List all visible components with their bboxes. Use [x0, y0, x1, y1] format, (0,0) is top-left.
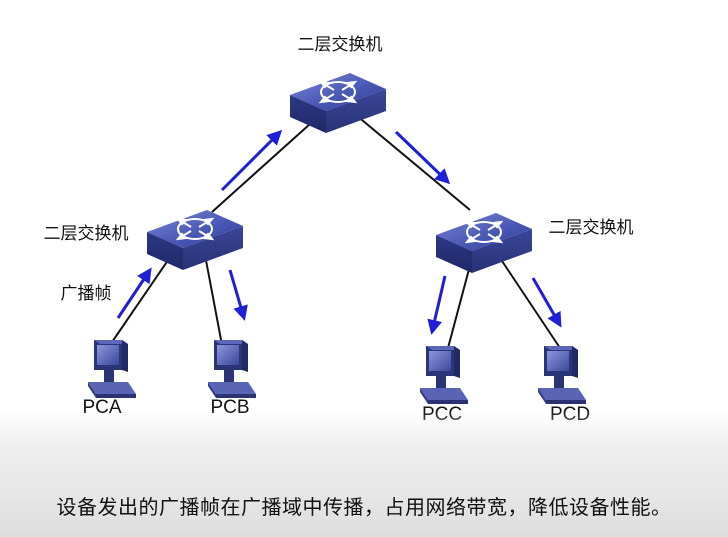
pcd-icon	[538, 346, 586, 404]
top-switch-label: 二层交换机	[298, 35, 383, 55]
pca-icon	[88, 340, 136, 398]
arrow-right-switch-to-pcd	[531, 277, 562, 328]
arrow-top-to-right-switch	[394, 130, 451, 185]
top-switch-icon	[289, 72, 387, 134]
arrow-left-switch-to-pcb	[228, 269, 248, 321]
arrow-pca-to-left-switch	[116, 267, 152, 319]
caption-text: 设备发出的广播帧在广播域中传播，占用网络带宽，降低设备性能。	[56, 495, 672, 519]
link-left-switch-to-pcb	[204, 254, 223, 346]
link-right-switch-to-pcd	[497, 254, 561, 349]
arrow-right-switch-to-pcc	[427, 275, 447, 335]
network-links	[109, 109, 561, 349]
left-switch-icon	[146, 209, 244, 271]
pcc-icon	[420, 346, 468, 404]
link-right-switch-to-pcc	[447, 257, 473, 349]
caption-background	[0, 410, 728, 537]
broadcast-arrows	[116, 129, 562, 335]
link-left-switch-to-pca	[109, 249, 176, 346]
left-switch-label: 二层交换机	[44, 224, 129, 244]
arrow-left-switch-to-top	[220, 129, 283, 192]
pcb-icon	[208, 340, 256, 398]
broadcast-frame-label: 广播帧	[61, 284, 112, 304]
right-switch-label: 二层交换机	[549, 218, 634, 238]
link-top-to-left-switch	[211, 114, 321, 213]
right-switch-icon	[435, 212, 533, 274]
link-top-to-right-switch	[349, 109, 471, 211]
